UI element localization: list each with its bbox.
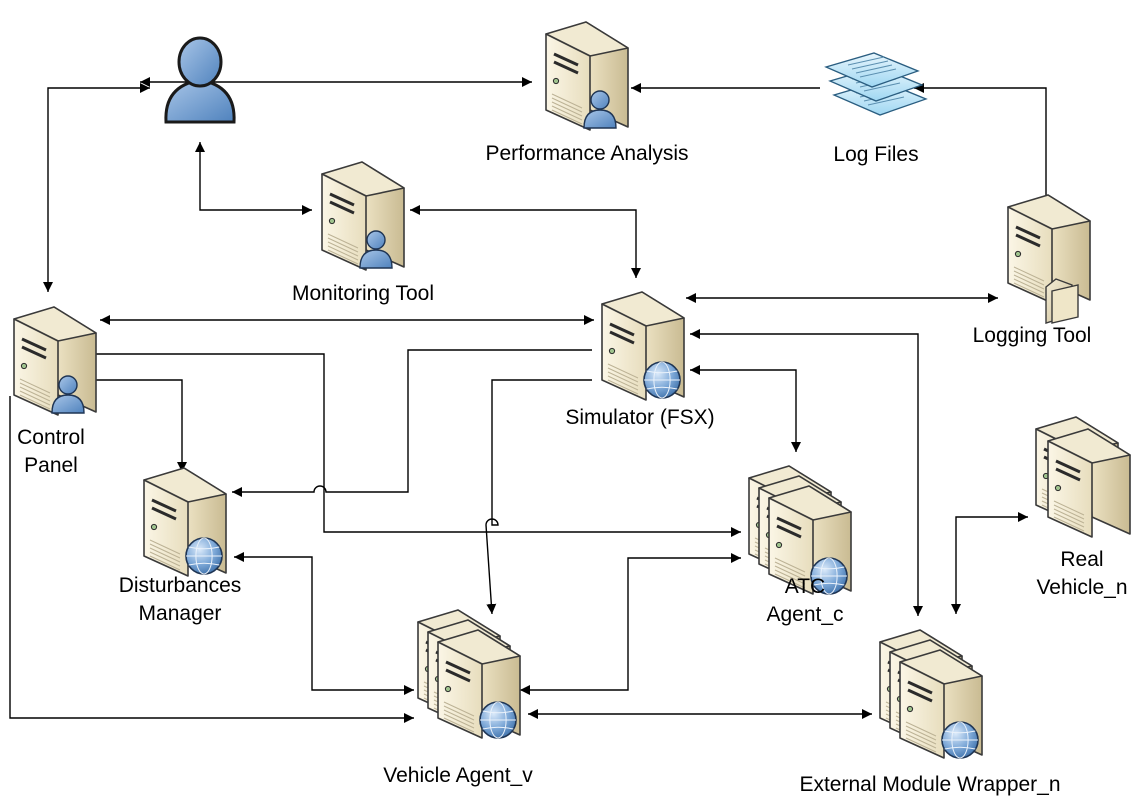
- server-icon: [143, 467, 227, 577]
- folder-icon: [1045, 278, 1079, 324]
- edge-real-ext: [951, 512, 1028, 614]
- edge-control-atc: [96, 353, 741, 537]
- logfiles-node: [824, 52, 928, 116]
- control-node: [13, 306, 97, 416]
- edge-sim-dist: [232, 349, 592, 497]
- ext-label: External Module Wrapper_n: [799, 773, 1060, 796]
- sim-label: Simulator (FSX): [565, 406, 714, 429]
- server-icon: [545, 21, 629, 131]
- logging-node: [1007, 194, 1091, 324]
- real-label-line-1: Real: [1060, 548, 1103, 571]
- edge-logging-logfiles: [914, 83, 1047, 196]
- dist-label-line-1: Disturbances: [119, 574, 242, 597]
- globe-icon: [479, 701, 517, 739]
- edge-monitor-sim: [410, 205, 641, 278]
- server-icon: [13, 306, 97, 416]
- globe-icon: [941, 721, 979, 759]
- edge-dist-vehicle: [234, 552, 414, 695]
- atc-label-line-1: ATC: [785, 575, 825, 598]
- ext-node: [879, 629, 983, 759]
- edge-control-vehicle: [9, 396, 414, 723]
- server-icon: [321, 161, 405, 271]
- user-badge-icon: [51, 375, 85, 414]
- user-node: [164, 36, 236, 124]
- user-badge-icon: [359, 230, 393, 269]
- sim-node: [601, 291, 685, 401]
- edge-sim-ext: [690, 329, 923, 616]
- monitor-node: [321, 161, 405, 271]
- edge-sim-vehicle: [485, 379, 592, 615]
- real-node: [1035, 416, 1131, 538]
- edge-atc-vehicle: [520, 553, 741, 695]
- control-label-line-1: Control: [17, 426, 85, 449]
- real-label-line-2: Vehicle_n: [1036, 576, 1127, 599]
- dist-label-line-2: Manager: [139, 602, 222, 625]
- perf-node: [545, 21, 629, 131]
- person-icon: [164, 36, 236, 124]
- atc-label-line-2: Agent_c: [766, 603, 843, 626]
- globe-icon: [810, 557, 848, 595]
- monitor-label: Monitoring Tool: [292, 282, 434, 305]
- control-label-line-2: Panel: [24, 454, 78, 477]
- perf-label: Performance Analysis: [485, 142, 688, 165]
- globe-icon: [643, 361, 681, 399]
- vehicle-label: Vehicle Agent_v: [383, 764, 533, 787]
- dist-node: [143, 467, 227, 577]
- edge-control-dist: [96, 379, 187, 472]
- edge-user-control: [43, 83, 150, 292]
- server-icon: [1035, 416, 1131, 538]
- logging-label: Logging Tool: [973, 324, 1092, 347]
- edge-user-monitor: [195, 142, 312, 215]
- atc-node: [748, 465, 852, 595]
- user-badge-icon: [583, 90, 617, 129]
- globe-icon: [185, 537, 223, 575]
- document-icon: [824, 52, 920, 88]
- logfiles-label: Log Files: [833, 143, 918, 166]
- log-files-icon: [824, 52, 928, 116]
- vehicle-node: [417, 609, 521, 739]
- server-icon: [879, 629, 983, 759]
